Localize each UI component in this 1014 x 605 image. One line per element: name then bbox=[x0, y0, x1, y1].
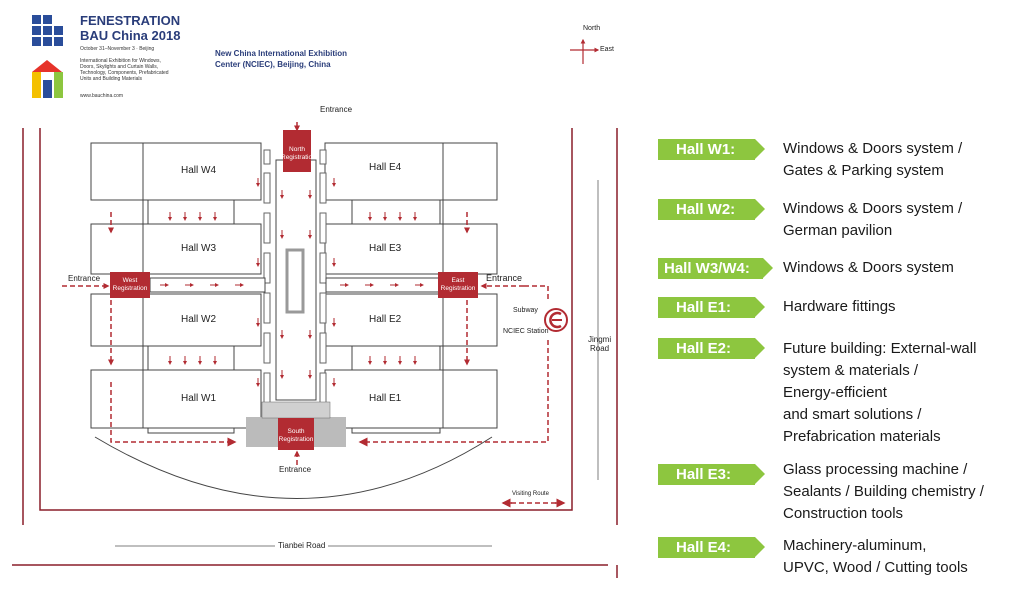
entrance-north-label: Entrance bbox=[320, 105, 353, 114]
compass-north-label: North bbox=[583, 25, 601, 32]
hall-e3-shape bbox=[324, 223, 498, 275]
entrance-east-label: Entrance bbox=[486, 273, 523, 283]
hall-w1-shape bbox=[90, 369, 262, 429]
hall-w3-shape bbox=[90, 223, 262, 275]
north-registration-label: North Registration bbox=[281, 146, 316, 161]
hall-w2-label: Hall W2 bbox=[181, 314, 217, 325]
legend-row-e3: Hall E3: Glass processing machine / Seal… bbox=[658, 461, 984, 522]
hall-e1-label: Hall E1 bbox=[369, 393, 402, 404]
legend-row-e2: Hall E2: Future building: External-wall … bbox=[658, 338, 976, 445]
visiting-route-label: Visiting Route bbox=[512, 491, 549, 497]
south-registration-block bbox=[278, 418, 314, 450]
legend-row-w1: Hall W1: Windows & Doors system / Gates … bbox=[658, 139, 962, 179]
legend-badge-e2: Hall E2: bbox=[658, 338, 765, 359]
legend-row-e1: Hall E1: Hardware fittings bbox=[658, 297, 896, 318]
east-registration-label: East Registration bbox=[440, 277, 476, 292]
hall-e4-shape bbox=[324, 142, 498, 201]
legend-desc-e3: Glass processing machine / Sealants / Bu… bbox=[783, 461, 984, 522]
logo-title-line2: BAU China 2018 bbox=[80, 28, 181, 43]
hall-w3-label: Hall W3 bbox=[181, 243, 217, 254]
legend-row-e4: Hall E4: Machinery-aluminum, UPVC, Wood … bbox=[658, 537, 968, 576]
west-registration-label: West Registration bbox=[112, 277, 148, 292]
bau-logo-icon bbox=[32, 60, 63, 98]
hall-e4-label: Hall E4 bbox=[369, 162, 402, 173]
south-registration-label: South Registration bbox=[278, 428, 314, 443]
hall-route-arrows bbox=[160, 178, 424, 387]
venue-line2: Center (NCIEC), Beijing, China bbox=[215, 60, 331, 69]
entrance-south-label: Entrance bbox=[279, 465, 312, 474]
halls bbox=[90, 142, 498, 434]
legend-badge-w1: Hall W1: bbox=[658, 139, 765, 160]
fenestration-logo-icon bbox=[32, 15, 63, 46]
hall-w4-label: Hall W4 bbox=[181, 165, 217, 176]
south-plaza bbox=[94, 436, 493, 499]
legend-desc-e2: Future building: External-wall system & … bbox=[783, 340, 977, 445]
event-website[interactable]: www.bauchina.com bbox=[80, 93, 124, 99]
event-dates: October 31–November 3 · Beijing bbox=[80, 46, 155, 52]
compass-east-label: East bbox=[600, 46, 615, 53]
hall-e2-shape bbox=[324, 293, 498, 347]
east-registration-block bbox=[438, 272, 478, 298]
legend-desc-e4: Machinery-aluminum, UPVC, Wood / Cutting… bbox=[783, 537, 968, 576]
subway-label: Subway bbox=[513, 307, 538, 314]
hall-w4-shape bbox=[90, 142, 262, 201]
site-boundary bbox=[12, 128, 618, 578]
legend-badge-e3: Hall E3: bbox=[658, 464, 765, 485]
legend-desc-e1: Hardware fittings bbox=[783, 298, 896, 315]
subway-station-label: NCIEC Station bbox=[503, 328, 549, 335]
tianbei-road-label: Tianbei Road bbox=[275, 541, 329, 550]
legend-desc-w3w4: Windows & Doors system bbox=[783, 259, 954, 276]
subway-icon bbox=[544, 308, 568, 332]
legend-desc-w1: Windows & Doors system / Gates & Parking… bbox=[783, 140, 963, 179]
hall-w2-shape bbox=[90, 293, 262, 347]
venue-line1: New China International Exhibition bbox=[215, 49, 348, 58]
jingmi-road-label: Jingmi Road bbox=[588, 335, 612, 353]
north-registration-block bbox=[283, 130, 311, 172]
registration-blocks bbox=[110, 130, 478, 450]
hall-e1-shape bbox=[324, 369, 498, 429]
legend-badge-w2: Hall W2: bbox=[658, 199, 765, 220]
visiting-route bbox=[62, 122, 563, 504]
logo-title-line1: FENESTRATION bbox=[80, 13, 181, 28]
hall-w1-label: Hall W1 bbox=[181, 393, 217, 404]
legend-badge-w3w4: Hall W3/W4: bbox=[658, 258, 773, 279]
event-tagline: International Exhibition for Windows, Do… bbox=[80, 58, 169, 82]
entrance-west-label: Entrance bbox=[68, 274, 101, 283]
hall-e2-label: Hall E2 bbox=[369, 314, 402, 325]
hall-e3-label: Hall E3 bbox=[369, 243, 402, 254]
legend-row-w3w4: Hall W3/W4: Windows & Doors system bbox=[658, 258, 954, 279]
legend-row-w2: Hall W2: Windows & Doors system / German… bbox=[658, 199, 962, 239]
legend-desc-w2: Windows & Doors system / German pavilion bbox=[783, 200, 963, 239]
compass-icon bbox=[570, 38, 600, 64]
legend-badge-e4: Hall E4: bbox=[658, 537, 765, 558]
west-registration-block bbox=[110, 272, 150, 298]
legend-badge-e1: Hall E1: bbox=[658, 297, 765, 318]
